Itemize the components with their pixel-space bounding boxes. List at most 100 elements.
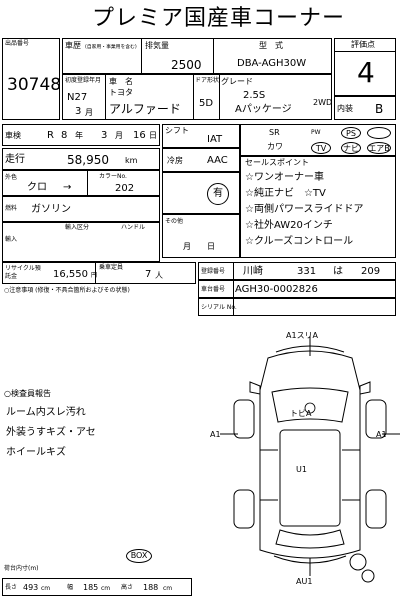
equip-airbag: エアB [367, 142, 391, 154]
sales-points-label: セールスポイント [245, 158, 309, 167]
extra-box: その他 月 日 [162, 214, 240, 258]
color-row: 外色 クロ → カラーNo. 202 [2, 170, 160, 196]
color-label: 外色 [5, 174, 18, 181]
hood-damage-marker [304, 402, 316, 414]
dims-row: 長さ 493 cm 幅 185 cm 高さ 188 cm [2, 578, 192, 596]
dims-width-unit: cm [101, 585, 111, 592]
drive-value: 2WD [313, 98, 333, 107]
inspection-day-unit: 日 [149, 131, 157, 140]
plate-num: 331 [297, 266, 317, 277]
history-note: (自家用・事業用を含む) [85, 43, 137, 50]
aircon-label: 冷房 [167, 156, 183, 165]
aircon-value: AAC [207, 155, 228, 166]
vehicle-diagram [220, 336, 400, 583]
recycle-label: リサイクル預託金 [5, 265, 41, 280]
equip-pw: PW [311, 129, 321, 136]
dims-width-label: 幅 [67, 584, 74, 591]
shift-value: IAT [207, 134, 223, 145]
dims-length: 493 [23, 583, 39, 592]
equip-tv: TV [311, 142, 331, 154]
header-row-1: 車歴 (自家用・事業用を含む) 排気量 2500 型 式 DBA-AGH30W [62, 38, 332, 74]
import-row: 輸入 輸入区分 ハンドル [2, 222, 160, 262]
color-arrow: → [63, 182, 72, 193]
model-value: DBA-AGH30W [237, 58, 307, 69]
diagram-left-label: A1 [210, 430, 221, 439]
interior-value: B [375, 102, 384, 116]
dims-height: 188 [143, 583, 159, 592]
maker-label: 車 名 [109, 77, 133, 86]
doors-value: 5D [199, 98, 214, 109]
serial-label: シリアル No. [201, 304, 237, 311]
dims-box-type: BOX [126, 549, 152, 563]
equip-kawa: カワ [267, 142, 283, 151]
capacity-label: 乗車定員 [99, 264, 124, 271]
equipment-box: SR カワ PW PS TV ナビ エアB [240, 124, 396, 156]
chassis-row: 車台番号 AGH30-0002826 [198, 280, 396, 298]
plate-serial: 209 [361, 266, 381, 277]
inspection-year-unit: 年 [75, 131, 83, 140]
mileage-unit: km [125, 156, 138, 165]
chassis-label: 車台番号 [201, 286, 226, 293]
fuel-row: 燃料 ガソリン [2, 196, 160, 222]
recycle-check-box: 有 [162, 172, 240, 214]
inspector-line-2: 外装うすキズ・アセ [6, 427, 96, 438]
inspection-month: 3 [101, 130, 108, 141]
sales-point-5: ☆クルーズコントロール [245, 236, 354, 247]
score-value: 4 [357, 56, 375, 89]
mileage-row: 走行 58,950 km [2, 148, 160, 170]
first-reg-month: 3 [75, 106, 82, 117]
shift-label: シフト [165, 126, 189, 135]
diagram-roof-label: U1 [296, 465, 307, 474]
diagram-hood-label: トビA [290, 409, 312, 418]
dims-length-label: 長さ [5, 584, 18, 591]
lot-box: 出品番号 30748 [2, 38, 61, 120]
extra-date: 月 日 [183, 242, 215, 251]
diagram-right-label: A1 [376, 430, 387, 439]
color-code: 202 [115, 183, 135, 194]
sales-point-3: ☆両側パワースライドドア [245, 204, 364, 215]
inspector-line-1: ルーム内スレ汚れ [6, 407, 86, 418]
handle-label: ハンドル [121, 224, 146, 231]
maker-value: トヨタ [109, 88, 133, 97]
import-sub: 輸入区分 [65, 224, 90, 231]
model-label: 型 式 [259, 41, 283, 50]
color-code-label: カラーNo. [99, 173, 127, 180]
sales-point-2: ☆純正ナビ ☆TV [245, 188, 326, 199]
dims-height-unit: cm [163, 585, 173, 592]
score-box: 評価点 4 [334, 38, 396, 96]
diagram-front-label: A1スリA [286, 331, 319, 340]
dims-height-label: 高さ [121, 584, 134, 591]
fuel-value: ガソリン [31, 204, 71, 215]
plate-row: 登録番号 川崎 331 は 209 [198, 262, 396, 280]
fuel-label: 燃料 [5, 205, 18, 212]
page-title: プレミア国産車コーナー [92, 6, 346, 31]
first-reg-month-unit: 月 [85, 108, 93, 117]
first-reg-year: N27 [67, 92, 88, 103]
plate-label: 登録番号 [201, 268, 226, 275]
recycle-value: 16,550 [53, 269, 88, 280]
recycle-ok: 有 [207, 183, 229, 205]
color-value: クロ [27, 182, 47, 193]
inspector-line-3: ホイールキズ [6, 447, 66, 458]
inspector-header: ○検査員報告 [4, 389, 51, 398]
grade-label: グレード [221, 77, 253, 86]
capacity-unit: 人 [155, 271, 163, 280]
mileage-label: 走行 [5, 154, 25, 165]
equip-navi: ナビ [341, 142, 361, 154]
chassis-value: AGH30-0002826 [235, 284, 318, 295]
notes-header: ○注意事項 (修復・不具合箇所およびその状態) [4, 287, 130, 294]
plate-city: 川崎 [243, 266, 263, 277]
capacity-value: 7 [145, 269, 152, 280]
dims-label: 荷台内寸(m) [4, 565, 39, 572]
inspection-year: 8 [61, 130, 68, 141]
sales-point-1: ☆ワンオーナー車 [245, 172, 324, 183]
sales-point-4: ☆社外AW20インチ [245, 220, 333, 231]
dims-length-unit: cm [41, 585, 51, 592]
header-row-2: 初度登録年月 N27 3 月 車 名 トヨタ アルファード ドア形状 5D グレ… [62, 74, 332, 120]
lot-label: 出品番号 [5, 40, 30, 47]
diagram-rear-label: AU1 [296, 577, 313, 586]
aircon-box: 冷房 AAC [162, 148, 240, 172]
history-label: 車歴 [65, 41, 81, 50]
equip-pw-circle [367, 127, 391, 139]
sales-points-box: セールスポイント ☆ワンオーナー車 ☆純正ナビ ☆TV ☆両側パワースライドドア… [240, 156, 396, 258]
